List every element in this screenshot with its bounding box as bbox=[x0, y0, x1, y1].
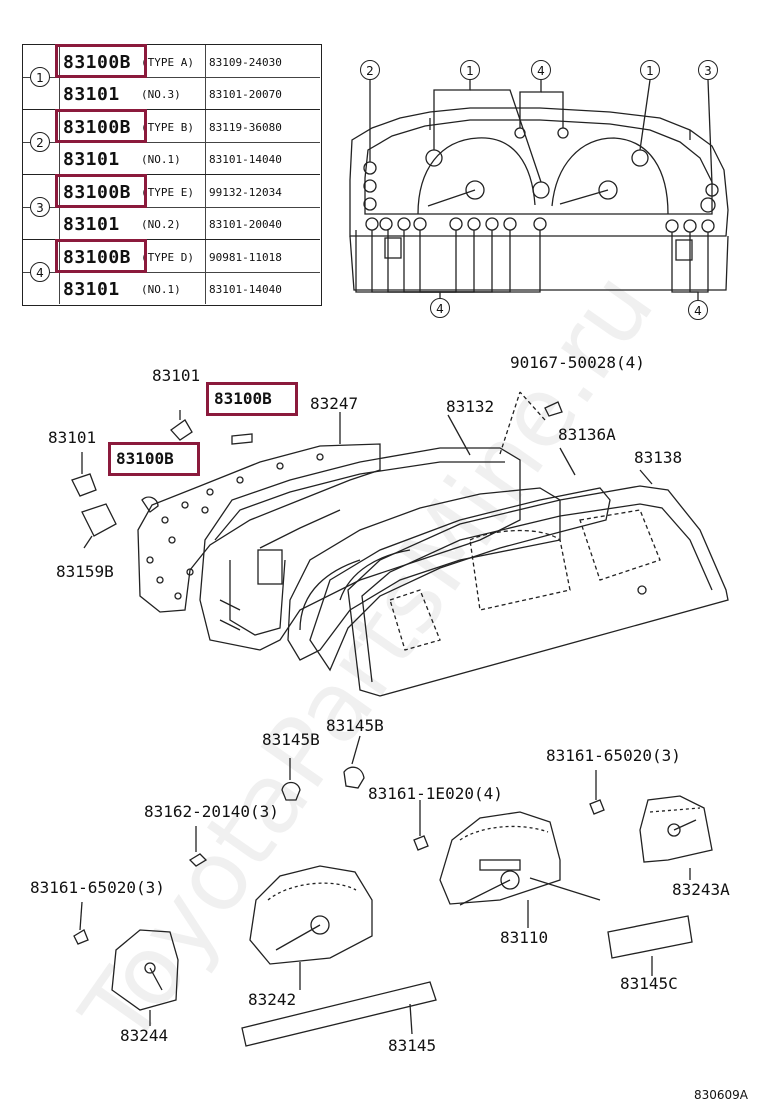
part-number: 83101 bbox=[63, 149, 120, 170]
part-label-83145c[interactable]: 83145C bbox=[620, 974, 678, 993]
part-highlight bbox=[55, 44, 147, 78]
part-label-90167[interactable]: 90167-50028(4) bbox=[510, 353, 645, 372]
table-row: 83101 (NO.1) 83101-14040 bbox=[23, 272, 320, 304]
part-highlight bbox=[55, 109, 147, 143]
cluster-rear-view bbox=[349, 79, 729, 300]
cluster-exploded-view bbox=[71, 391, 729, 697]
part-type: (NO.2) bbox=[141, 218, 181, 231]
part-type: (TYPE B) bbox=[141, 121, 194, 134]
part-type: (NO.1) bbox=[141, 153, 181, 166]
part-label-83136a[interactable]: 83136A bbox=[558, 425, 616, 444]
part-highlight bbox=[206, 382, 298, 416]
part-label-83110[interactable]: 83110 bbox=[500, 928, 549, 947]
table-row: 83100B (TYPE D) 90981-11018 bbox=[23, 240, 320, 273]
part-code: 83101-20070 bbox=[209, 88, 282, 101]
part-label-83247[interactable]: 83247 bbox=[310, 394, 359, 413]
gauges-exploded bbox=[73, 735, 713, 1047]
callout-badge: 4 bbox=[430, 298, 450, 318]
part-number: 83101 bbox=[63, 279, 120, 300]
callout-badge: 2 bbox=[360, 60, 380, 80]
part-label-83101[interactable]: 83101 bbox=[48, 428, 97, 447]
part-code: 99132-12034 bbox=[209, 186, 282, 199]
part-label-83244[interactable]: 83244 bbox=[120, 1026, 169, 1045]
callout-badge: 1 bbox=[640, 60, 660, 80]
part-type: (NO.3) bbox=[141, 88, 181, 101]
part-label-83100b[interactable]: 83100B bbox=[116, 449, 174, 468]
callout-badge: 3 bbox=[698, 60, 718, 80]
part-highlight bbox=[55, 174, 147, 208]
group-number-badge: 3 bbox=[30, 197, 50, 217]
part-label-83138[interactable]: 83138 bbox=[634, 448, 683, 467]
part-type: (TYPE D) bbox=[141, 251, 194, 264]
diagram-code: 830609A bbox=[694, 1088, 749, 1102]
table-row: 83100B (TYPE E) 99132-12034 bbox=[23, 175, 320, 208]
part-label-83145b[interactable]: 83145B bbox=[262, 730, 320, 749]
part-code: 83101-14040 bbox=[209, 283, 282, 296]
table-row: 83100B (TYPE B) 83119-36080 bbox=[23, 110, 320, 143]
callout-badge: 4 bbox=[688, 300, 708, 320]
part-label-83243a[interactable]: 83243A bbox=[672, 880, 730, 899]
part-number: 83100B bbox=[63, 52, 132, 73]
part-code: 90981-11018 bbox=[209, 251, 282, 264]
part-number: 83101 bbox=[63, 214, 120, 235]
part-label-83101[interactable]: 83101 bbox=[152, 366, 201, 385]
part-label-83145[interactable]: 83145 bbox=[388, 1036, 437, 1055]
part-label-83161-65020[interactable]: 83161-65020(3) bbox=[546, 746, 681, 765]
part-number: 83100B bbox=[63, 182, 132, 203]
part-label-83161-1e020[interactable]: 83161-1E020(4) bbox=[368, 784, 503, 803]
group-number-badge: 1 bbox=[30, 67, 50, 87]
table-row: 83101 (NO.3) 83101-20070 bbox=[23, 77, 320, 110]
part-code: 83101-20040 bbox=[209, 218, 282, 231]
part-code: 83101-14040 bbox=[209, 153, 282, 166]
group-number-badge: 2 bbox=[30, 132, 50, 152]
table-row: 83101 (NO.2) 83101-20040 bbox=[23, 207, 320, 240]
part-number: 83100B bbox=[63, 117, 132, 138]
part-type: (NO.1) bbox=[141, 283, 181, 296]
callout-badge: 4 bbox=[531, 60, 551, 80]
part-label-83242[interactable]: 83242 bbox=[248, 990, 297, 1009]
part-number: 83100B bbox=[63, 247, 132, 268]
part-type: (TYPE A) bbox=[141, 56, 194, 69]
part-label-83159b[interactable]: 83159B bbox=[56, 562, 114, 581]
parts-variant-table: 83100B (TYPE A) 83109-24030 83101 (NO.3)… bbox=[22, 44, 322, 306]
part-code: 83119-36080 bbox=[209, 121, 282, 134]
part-label-83145b[interactable]: 83145B bbox=[326, 716, 384, 735]
callout-badge: 1 bbox=[460, 60, 480, 80]
part-highlight bbox=[108, 442, 200, 476]
part-label-83162[interactable]: 83162-20140(3) bbox=[144, 802, 279, 821]
part-label-83132[interactable]: 83132 bbox=[446, 397, 495, 416]
part-code: 83109-24030 bbox=[209, 56, 282, 69]
table-row: 83100B (TYPE A) 83109-24030 bbox=[23, 45, 320, 78]
group-number-badge: 4 bbox=[30, 262, 50, 282]
part-type: (TYPE E) bbox=[141, 186, 194, 199]
table-row: 83101 (NO.1) 83101-14040 bbox=[23, 142, 320, 175]
part-label-83161-65020[interactable]: 83161-65020(3) bbox=[30, 878, 165, 897]
part-highlight bbox=[55, 239, 147, 273]
part-number: 83101 bbox=[63, 84, 120, 105]
part-label-83100b[interactable]: 83100B bbox=[214, 389, 272, 408]
